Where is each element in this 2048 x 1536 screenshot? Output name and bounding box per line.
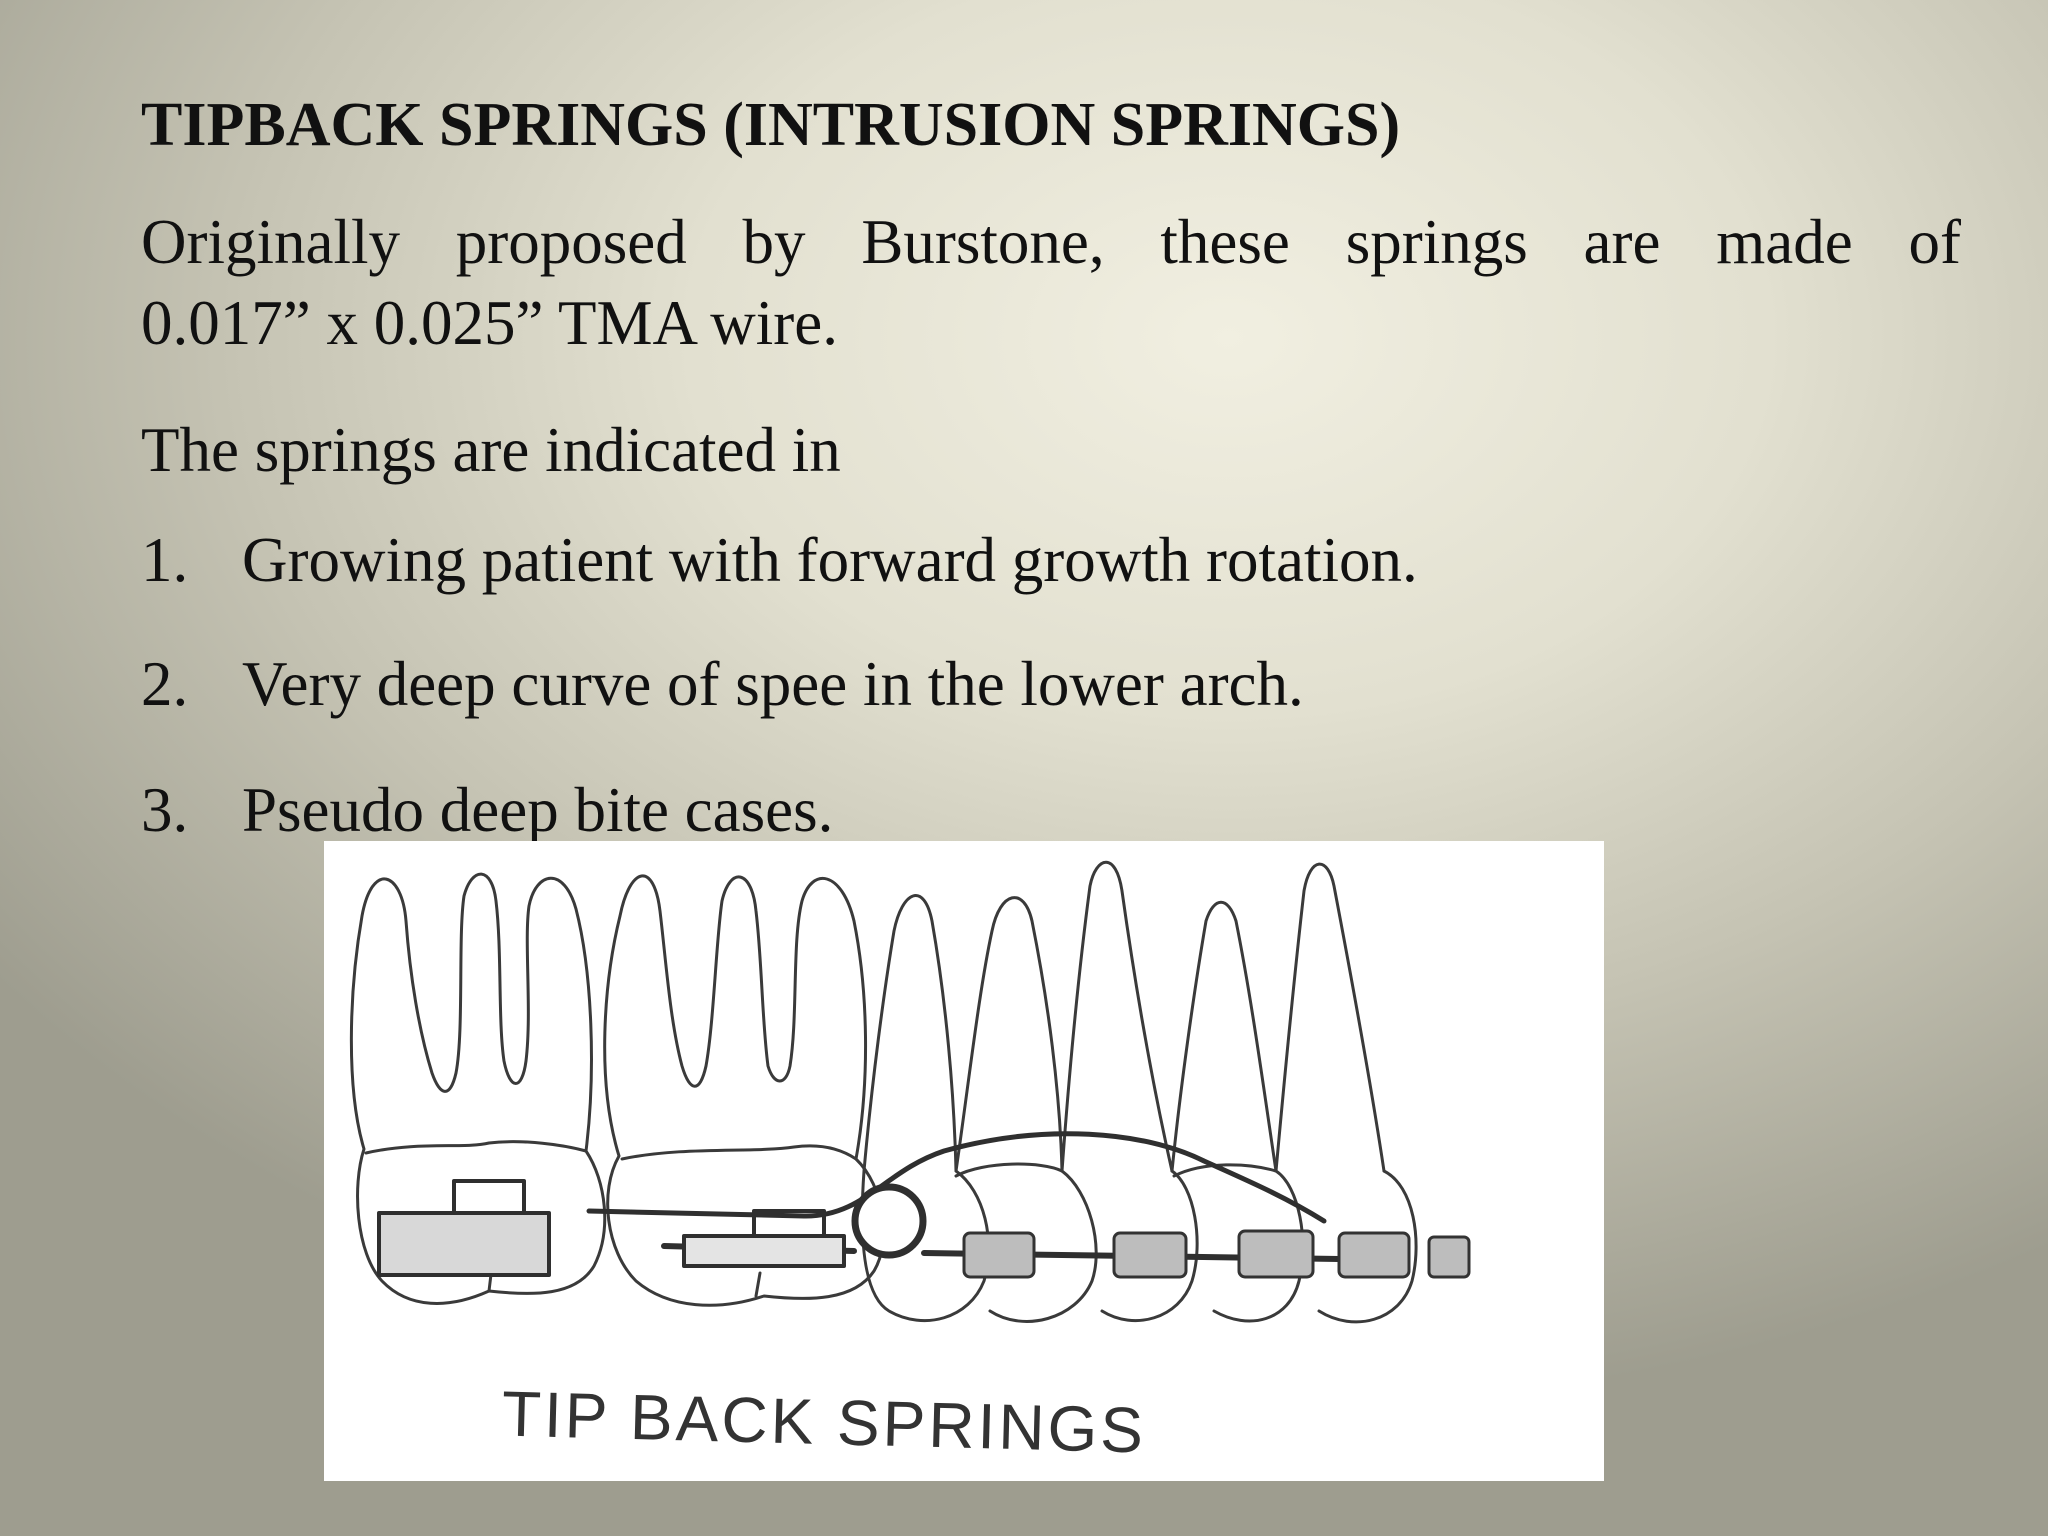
indications-lead: The springs are indicated in <box>141 415 841 485</box>
list-item-number: 3. <box>141 775 189 845</box>
intro-line-1: Originally proposed by Burstone, these s… <box>141 207 1961 277</box>
second-molar-drawing <box>603 874 886 1307</box>
tipback-spring-wire <box>377 1131 1342 1277</box>
list-item-number: 2. <box>141 649 189 719</box>
list-item-text: Growing patient with forward growth rota… <box>242 525 1418 595</box>
premolar-drawing <box>860 860 1418 1324</box>
slide-title: TIPBACK SPRINGS (INTRUSION SPRINGS) <box>141 91 1401 159</box>
dental-arch-drawing <box>349 860 1471 1324</box>
tipback-spring-illustration: TIP BACK SPRINGS <box>324 841 1604 1481</box>
intro-paragraph: Originally proposed by Burstone, these s… <box>141 202 1961 364</box>
list-item-text: Pseudo deep bite cases. <box>242 775 834 845</box>
list-item-number: 1. <box>141 525 189 595</box>
bracket-group <box>962 1229 1471 1279</box>
list-item-text: Very deep curve of spee in the lower arc… <box>242 649 1304 719</box>
intro-line-2: 0.017” x 0.025” TMA wire. <box>141 288 838 358</box>
